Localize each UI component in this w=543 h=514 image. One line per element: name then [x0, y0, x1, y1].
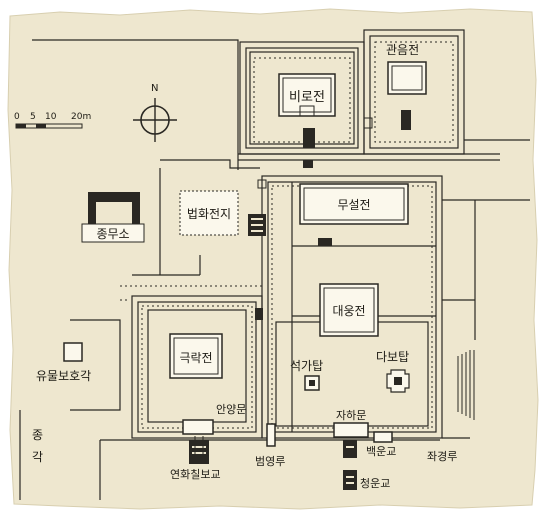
gwaneumjeon-label: 관음전	[386, 43, 420, 57]
scale-bar	[15, 123, 83, 129]
dabotap-label: 다보탑	[376, 350, 410, 364]
geungnakjeon-building	[169, 333, 223, 379]
north-compass-icon	[133, 98, 177, 142]
birojeon-compound-inner2	[249, 51, 355, 145]
scale-tick-20m: 20m	[71, 112, 92, 122]
geungnakjeon-label: 극락전	[179, 350, 213, 365]
beophwajeonji-site	[179, 190, 239, 236]
cheongungyo-label: 청운교	[360, 477, 391, 490]
anyangmun-building	[182, 419, 214, 435]
scale-tick-0: 0	[14, 112, 20, 122]
stream-hatching	[457, 350, 475, 420]
museoljeon-building	[299, 183, 409, 225]
jonggak-label: 종각	[31, 428, 44, 464]
dabotap-pagoda	[386, 369, 410, 393]
gwaneumjeon-building	[387, 61, 427, 95]
seokgatap-pagoda	[304, 375, 320, 391]
jahamun-building	[333, 422, 369, 438]
jongmuso-building	[88, 192, 140, 224]
museoljeon-label: 무설전	[337, 197, 371, 212]
anyangmun-label: 안양문	[216, 403, 247, 416]
scale-tick-10: 10	[45, 112, 57, 122]
geungnakjeon-compound-outer	[131, 295, 263, 439]
baegungyo-label: 백운교	[366, 445, 397, 458]
birojeon-building	[278, 73, 336, 117]
yumulbohogak-label: 유물보호각	[36, 369, 92, 383]
birojeon-compound-inner	[245, 47, 359, 149]
daeungjeon-building	[319, 283, 379, 337]
yeonhwachilbogyo-label: 연화칠보교	[170, 468, 221, 481]
outer-wall-line	[32, 39, 239, 170]
jongmuso-label: 종무소	[96, 226, 130, 241]
gwaneumjeon-compound-inner	[369, 35, 459, 149]
birojeon-label: 비로전	[289, 89, 325, 105]
yumulbohogak-building	[63, 342, 83, 362]
daeungjeon-label: 대웅전	[332, 303, 366, 318]
beomyeongnu-building	[266, 423, 276, 447]
jwagyeongnu-building	[373, 431, 393, 443]
scale-tick-5: 5	[30, 112, 36, 122]
beophwajeonji-label: 법화전지	[186, 206, 232, 221]
seokgatap-label: 석가탑	[290, 359, 324, 373]
compass-north-label: N	[151, 83, 159, 94]
jwagyeongnu-label: 좌경루	[427, 450, 458, 463]
jahamun-label: 자하문	[336, 409, 367, 422]
beomyeongnu-label: 범영루	[255, 455, 286, 468]
